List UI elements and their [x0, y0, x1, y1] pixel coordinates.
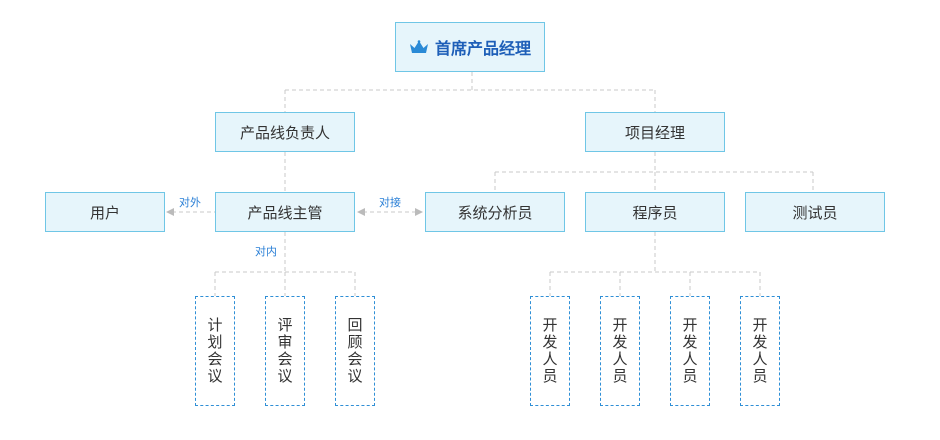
product-line-owner-label: 产品线负责人 [239, 123, 330, 142]
chief-product-manager-box: 首席产品经理 [395, 22, 545, 72]
programmer-label: 程序员 [632, 203, 678, 222]
connector-pm-to-team [494, 152, 814, 192]
relation-internal-label: 对内 [255, 245, 277, 258]
review-meeting-box: 评审会议 [265, 296, 305, 406]
retrospective-meeting-box: 回顾会议 [335, 296, 375, 406]
system-analyst-label: 系统分析员 [457, 203, 533, 222]
chief-product-manager-label: 首席产品经理 [434, 39, 531, 58]
user-label: 用户 [89, 203, 120, 222]
developer-box: 开发人员 [670, 296, 710, 406]
developer-box: 开发人员 [530, 296, 570, 406]
relation-interface-label: 对接 [379, 196, 401, 209]
product-line-owner-box: 产品线负责人 [215, 112, 355, 152]
programmer-box: 程序员 [585, 192, 725, 232]
product-line-manager-label: 产品线主管 [247, 203, 323, 222]
user-box: 用户 [45, 192, 165, 232]
project-manager-box: 项目经理 [585, 112, 725, 152]
developer-box: 开发人员 [600, 296, 640, 406]
arrowhead-external [166, 208, 174, 216]
connector-manager-to-meetings [214, 232, 356, 296]
tester-box: 测试员 [745, 192, 885, 232]
developer-box: 开发人员 [740, 296, 780, 406]
relation-external-label: 对外 [179, 196, 201, 209]
tester-label: 测试员 [792, 203, 838, 222]
arrowhead-interface-right [415, 208, 423, 216]
arrowhead-interface-left [357, 208, 365, 216]
product-line-manager-box: 产品线主管 [215, 192, 355, 232]
planning-meeting-box: 计划会议 [195, 296, 235, 406]
system-analyst-box: 系统分析员 [425, 192, 565, 232]
connector-top-to-level2 [284, 72, 656, 112]
project-manager-label: 项目经理 [624, 123, 685, 142]
crown-icon [409, 40, 428, 53]
connector-programmer-to-devs [549, 232, 761, 296]
